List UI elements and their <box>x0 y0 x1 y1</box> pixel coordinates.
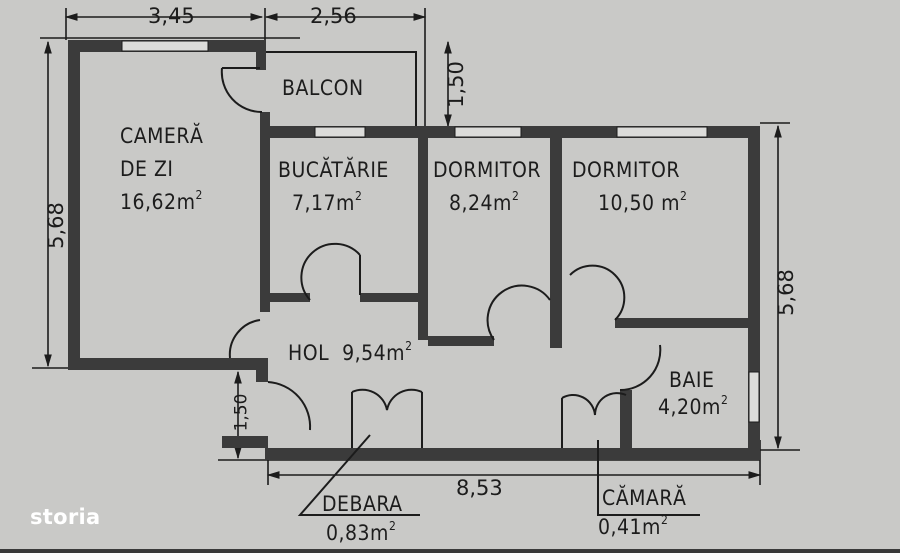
room-label-balcon: BALCON <box>282 76 364 100</box>
room-area: 10,50 m2 <box>598 189 688 215</box>
room-label-debara: DEBARA 0,83m2 <box>322 494 403 544</box>
room-area: 0,83m2 <box>326 519 397 545</box>
room-area: 8,24m2 <box>449 189 520 215</box>
dim-balcony-depth: 1,50 <box>443 61 468 108</box>
dim-entry-offset: 1,50 <box>231 393 252 432</box>
room-area: 0,41m2 <box>598 513 669 539</box>
room-name: DORMITOR <box>572 158 680 182</box>
room-name: BAIE <box>669 368 715 392</box>
dim-top-left: 3,45 <box>148 4 195 28</box>
room-name: HOL <box>288 341 330 365</box>
room-label-bucatarie: BUCĂTĂRIE 7,17m2 <box>278 160 389 214</box>
room-label-dormitor-2: DORMITOR 10,50 m2 <box>572 160 687 214</box>
room-name-line2: DE ZI <box>120 157 174 181</box>
room-name: CAMERĂ <box>120 124 204 148</box>
room-name: DEBARA <box>322 492 403 516</box>
room-area: 7,17m2 <box>292 189 363 215</box>
room-area: 4,20m2 <box>658 393 729 419</box>
room-area: 9,54m <box>342 341 406 365</box>
bottom-edge <box>0 549 900 553</box>
room-label-camera-de-zi: CAMERĂ DE ZI 16,62m2 <box>120 126 203 213</box>
room-name: DORMITOR <box>433 158 541 182</box>
room-area: 16,62m2 <box>120 188 203 214</box>
storia-logo: storia <box>30 505 101 529</box>
dim-left-height: 5,68 <box>43 202 68 249</box>
dim-right-height: 5,68 <box>773 269 798 316</box>
room-label-hol: HOL 9,54m2 <box>288 339 413 365</box>
room-label-camara: CĂMARĂ 0,41m2 <box>598 486 687 538</box>
dim-top-right: 2,56 <box>310 4 357 28</box>
room-name: CĂMARĂ <box>602 486 687 510</box>
dim-bottom-width: 8,53 <box>456 476 503 500</box>
room-name: BUCĂTĂRIE <box>278 158 389 182</box>
room-label-dormitor-1: DORMITOR 8,24m2 <box>433 160 541 214</box>
room-label-baie: BAIE 4,20m2 <box>658 368 728 418</box>
